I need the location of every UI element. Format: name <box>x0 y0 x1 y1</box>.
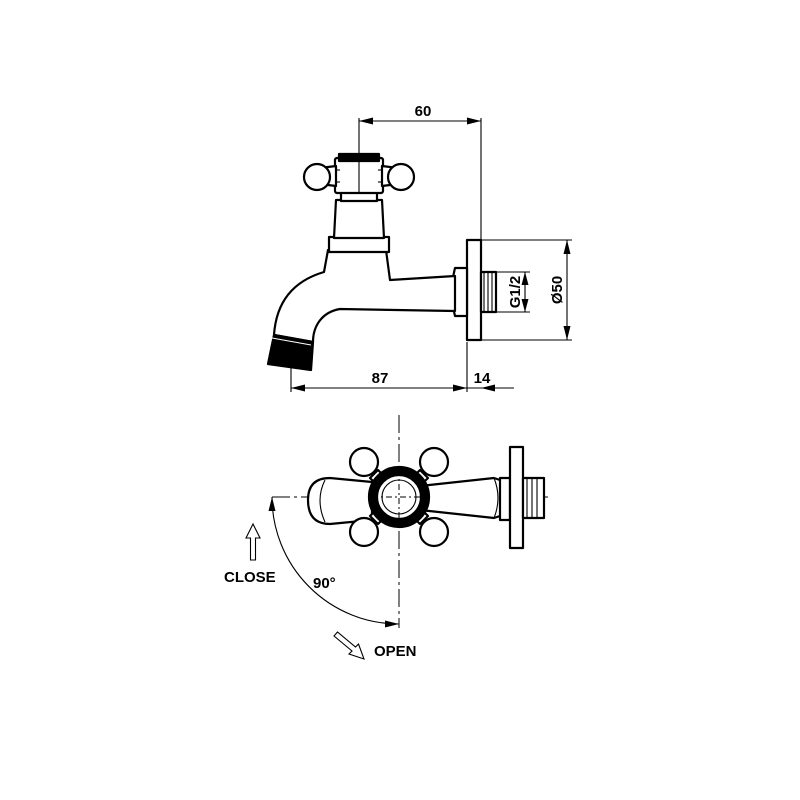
body-top <box>418 476 508 520</box>
dim-flange-diameter: Ø50 <box>549 276 566 304</box>
dim-spout-length: 87 <box>372 370 389 387</box>
faucet-body <box>272 248 457 344</box>
handle-knob-right <box>386 162 416 192</box>
rotation-indicator <box>245 496 400 660</box>
knob-bottom-left <box>348 516 380 548</box>
dim-flange-depth: 14 <box>474 370 491 387</box>
close-label: CLOSE <box>224 569 276 586</box>
spout-top <box>306 476 374 526</box>
dimension-lines <box>290 117 572 392</box>
handle-knob-left <box>302 162 332 192</box>
top-view <box>272 415 548 628</box>
wall-flange <box>465 238 483 342</box>
dim-thread: G1/2 <box>507 276 524 309</box>
nut-top <box>498 476 512 522</box>
body-collar <box>327 235 391 254</box>
open-label: OPEN <box>374 643 417 660</box>
flange-top <box>508 445 525 550</box>
thread-top <box>521 476 546 520</box>
close-arrow-icon <box>245 522 261 561</box>
dim-top-width: 60 <box>415 103 432 120</box>
open-arrow-icon <box>333 631 365 660</box>
bonnet <box>332 198 386 240</box>
knob-top-left <box>348 446 380 478</box>
rotation-angle: 90° <box>313 575 336 592</box>
knob-top-right <box>418 446 450 478</box>
knob-bottom-right <box>418 516 450 548</box>
spout-outlet <box>266 333 315 372</box>
side-view <box>266 152 498 372</box>
